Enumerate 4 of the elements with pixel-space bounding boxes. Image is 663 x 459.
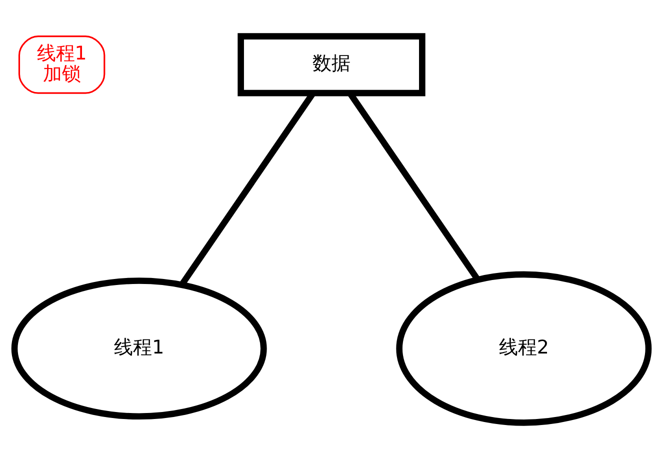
node-ellipse: 线程2 [396, 271, 652, 426]
node-ellipse: 线程1 [11, 278, 267, 420]
node-box: 数据 [238, 33, 426, 96]
node-box: 线程1 加锁 [18, 36, 106, 94]
